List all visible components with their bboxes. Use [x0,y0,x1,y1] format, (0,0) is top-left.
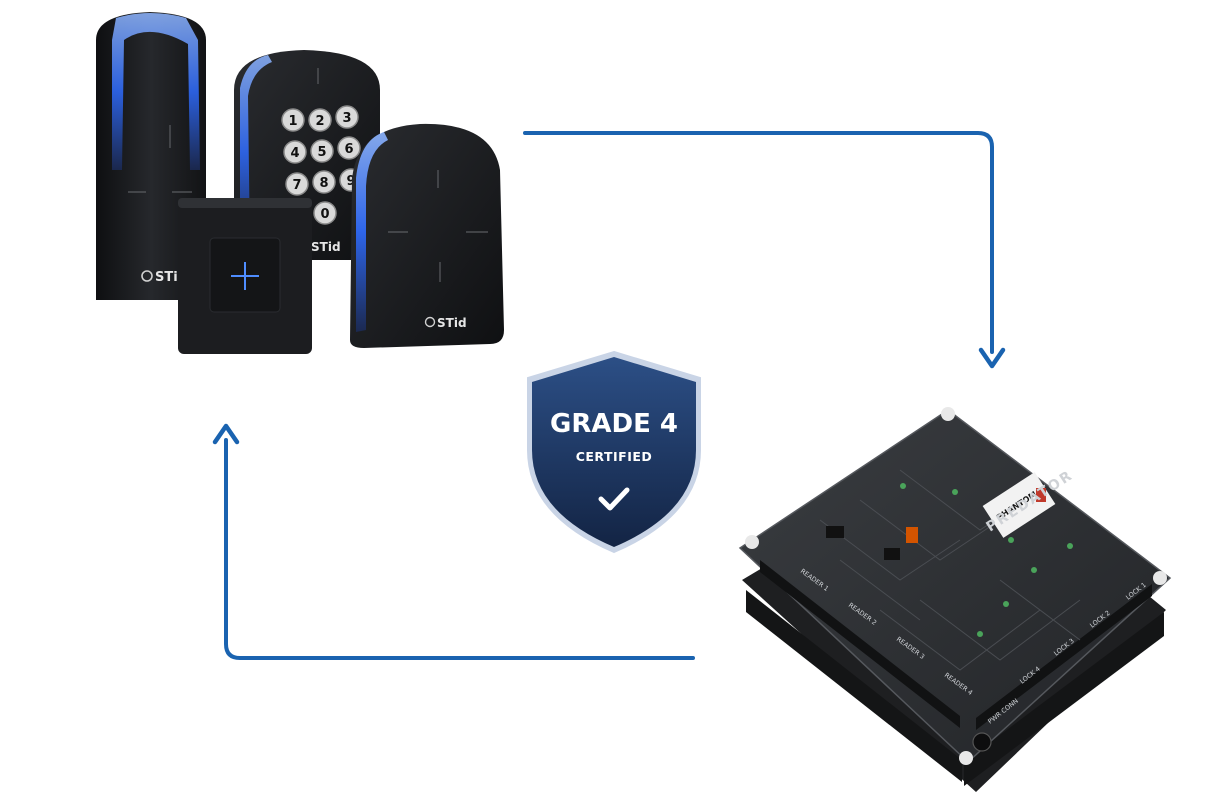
key-4: 4 [290,146,299,161]
mount-hole-icon [745,535,759,549]
stid-logo-icon [141,270,153,282]
stid-logo-icon [424,316,436,328]
wave-reader: STid [350,123,504,348]
key-7: 7 [292,178,301,193]
jumper-block [826,526,844,538]
terminal-block-right [964,612,1164,786]
keypad-reader: 1 2 3 4 5 6 7 8 9 0 STid [234,50,380,260]
wave-reader-brand-label: STid [437,316,467,330]
mount-hole-icon [941,407,955,421]
key-0: 0 [320,207,329,222]
rfid-readers-image: STid 1 2 3 4 5 6 [96,12,504,354]
key-1: 1 [288,114,297,129]
key-2: 2 [315,114,324,129]
orange-jumper [906,527,918,543]
key-5: 5 [317,145,326,160]
mount-hole-icon [1153,571,1167,585]
badge-title: GRADE 4 [550,409,678,439]
key-8: 8 [319,176,328,191]
flow-arrow-controller-to-readers [212,423,695,660]
jumper-block [884,548,900,560]
key-3: 3 [342,111,351,126]
controller-board-image: PHANTOM PREDATOR READER 1 READER 2 READE… [738,407,1172,792]
arrowhead-up-icon [212,423,240,445]
square-reader [178,198,312,354]
key-9: 9 [346,174,355,189]
grade4-certified-badge: GRADE 4 CERTIFIED [527,350,701,554]
terminal-block-left [746,590,962,782]
keypad-brand-label: STid [311,240,341,254]
check-icon [598,487,630,511]
power-jack-icon [972,732,992,752]
red-jumper [1036,488,1046,502]
key-6: 6 [344,142,353,157]
badge-subtitle: CERTIFIED [576,449,653,464]
mount-hole-icon [959,751,973,765]
arrowhead-down-icon [978,347,1006,369]
flow-arrow-readers-to-controller [523,131,1006,369]
keypad: 1 2 3 4 5 6 7 8 9 0 [281,105,363,225]
